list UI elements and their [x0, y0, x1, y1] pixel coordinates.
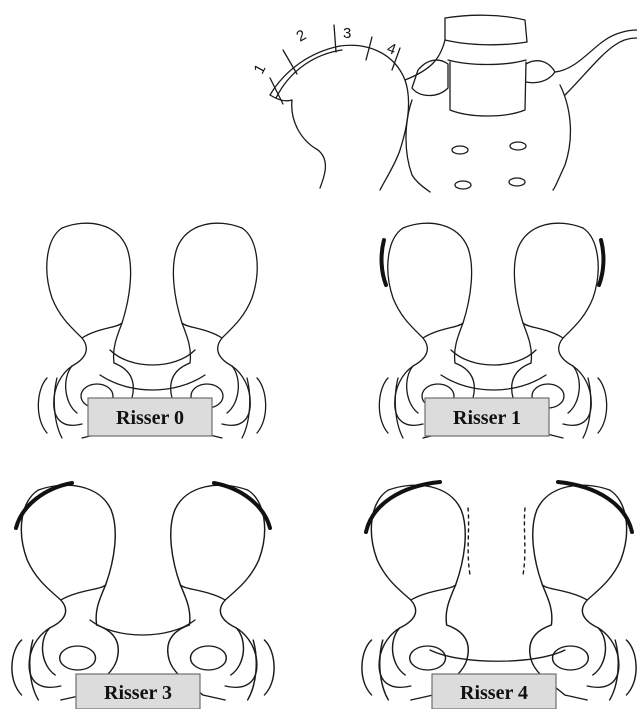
zone-number-4: 4 [385, 40, 399, 59]
label-risser-3-text: Risser 3 [104, 682, 172, 704]
zone-number-3: 3 [343, 25, 351, 42]
zone-number-1: 1 [251, 62, 270, 77]
zone-number-2: 2 [294, 27, 310, 46]
pelvis-risser-3 [12, 483, 274, 700]
label-risser-4: Risser 4 [432, 674, 556, 709]
label-risser-1: Risser 1 [425, 398, 549, 436]
label-risser-0: Risser 0 [88, 398, 212, 436]
label-risser-0-text: Risser 0 [116, 407, 184, 429]
label-risser-1-text: Risser 1 [453, 407, 521, 429]
pelvis-risser-4 [362, 482, 636, 700]
label-risser-3: Risser 3 [76, 674, 200, 709]
iliac-crest-diagram: 1 2 3 4 [251, 15, 637, 192]
label-risser-4-text: Risser 4 [460, 682, 528, 704]
